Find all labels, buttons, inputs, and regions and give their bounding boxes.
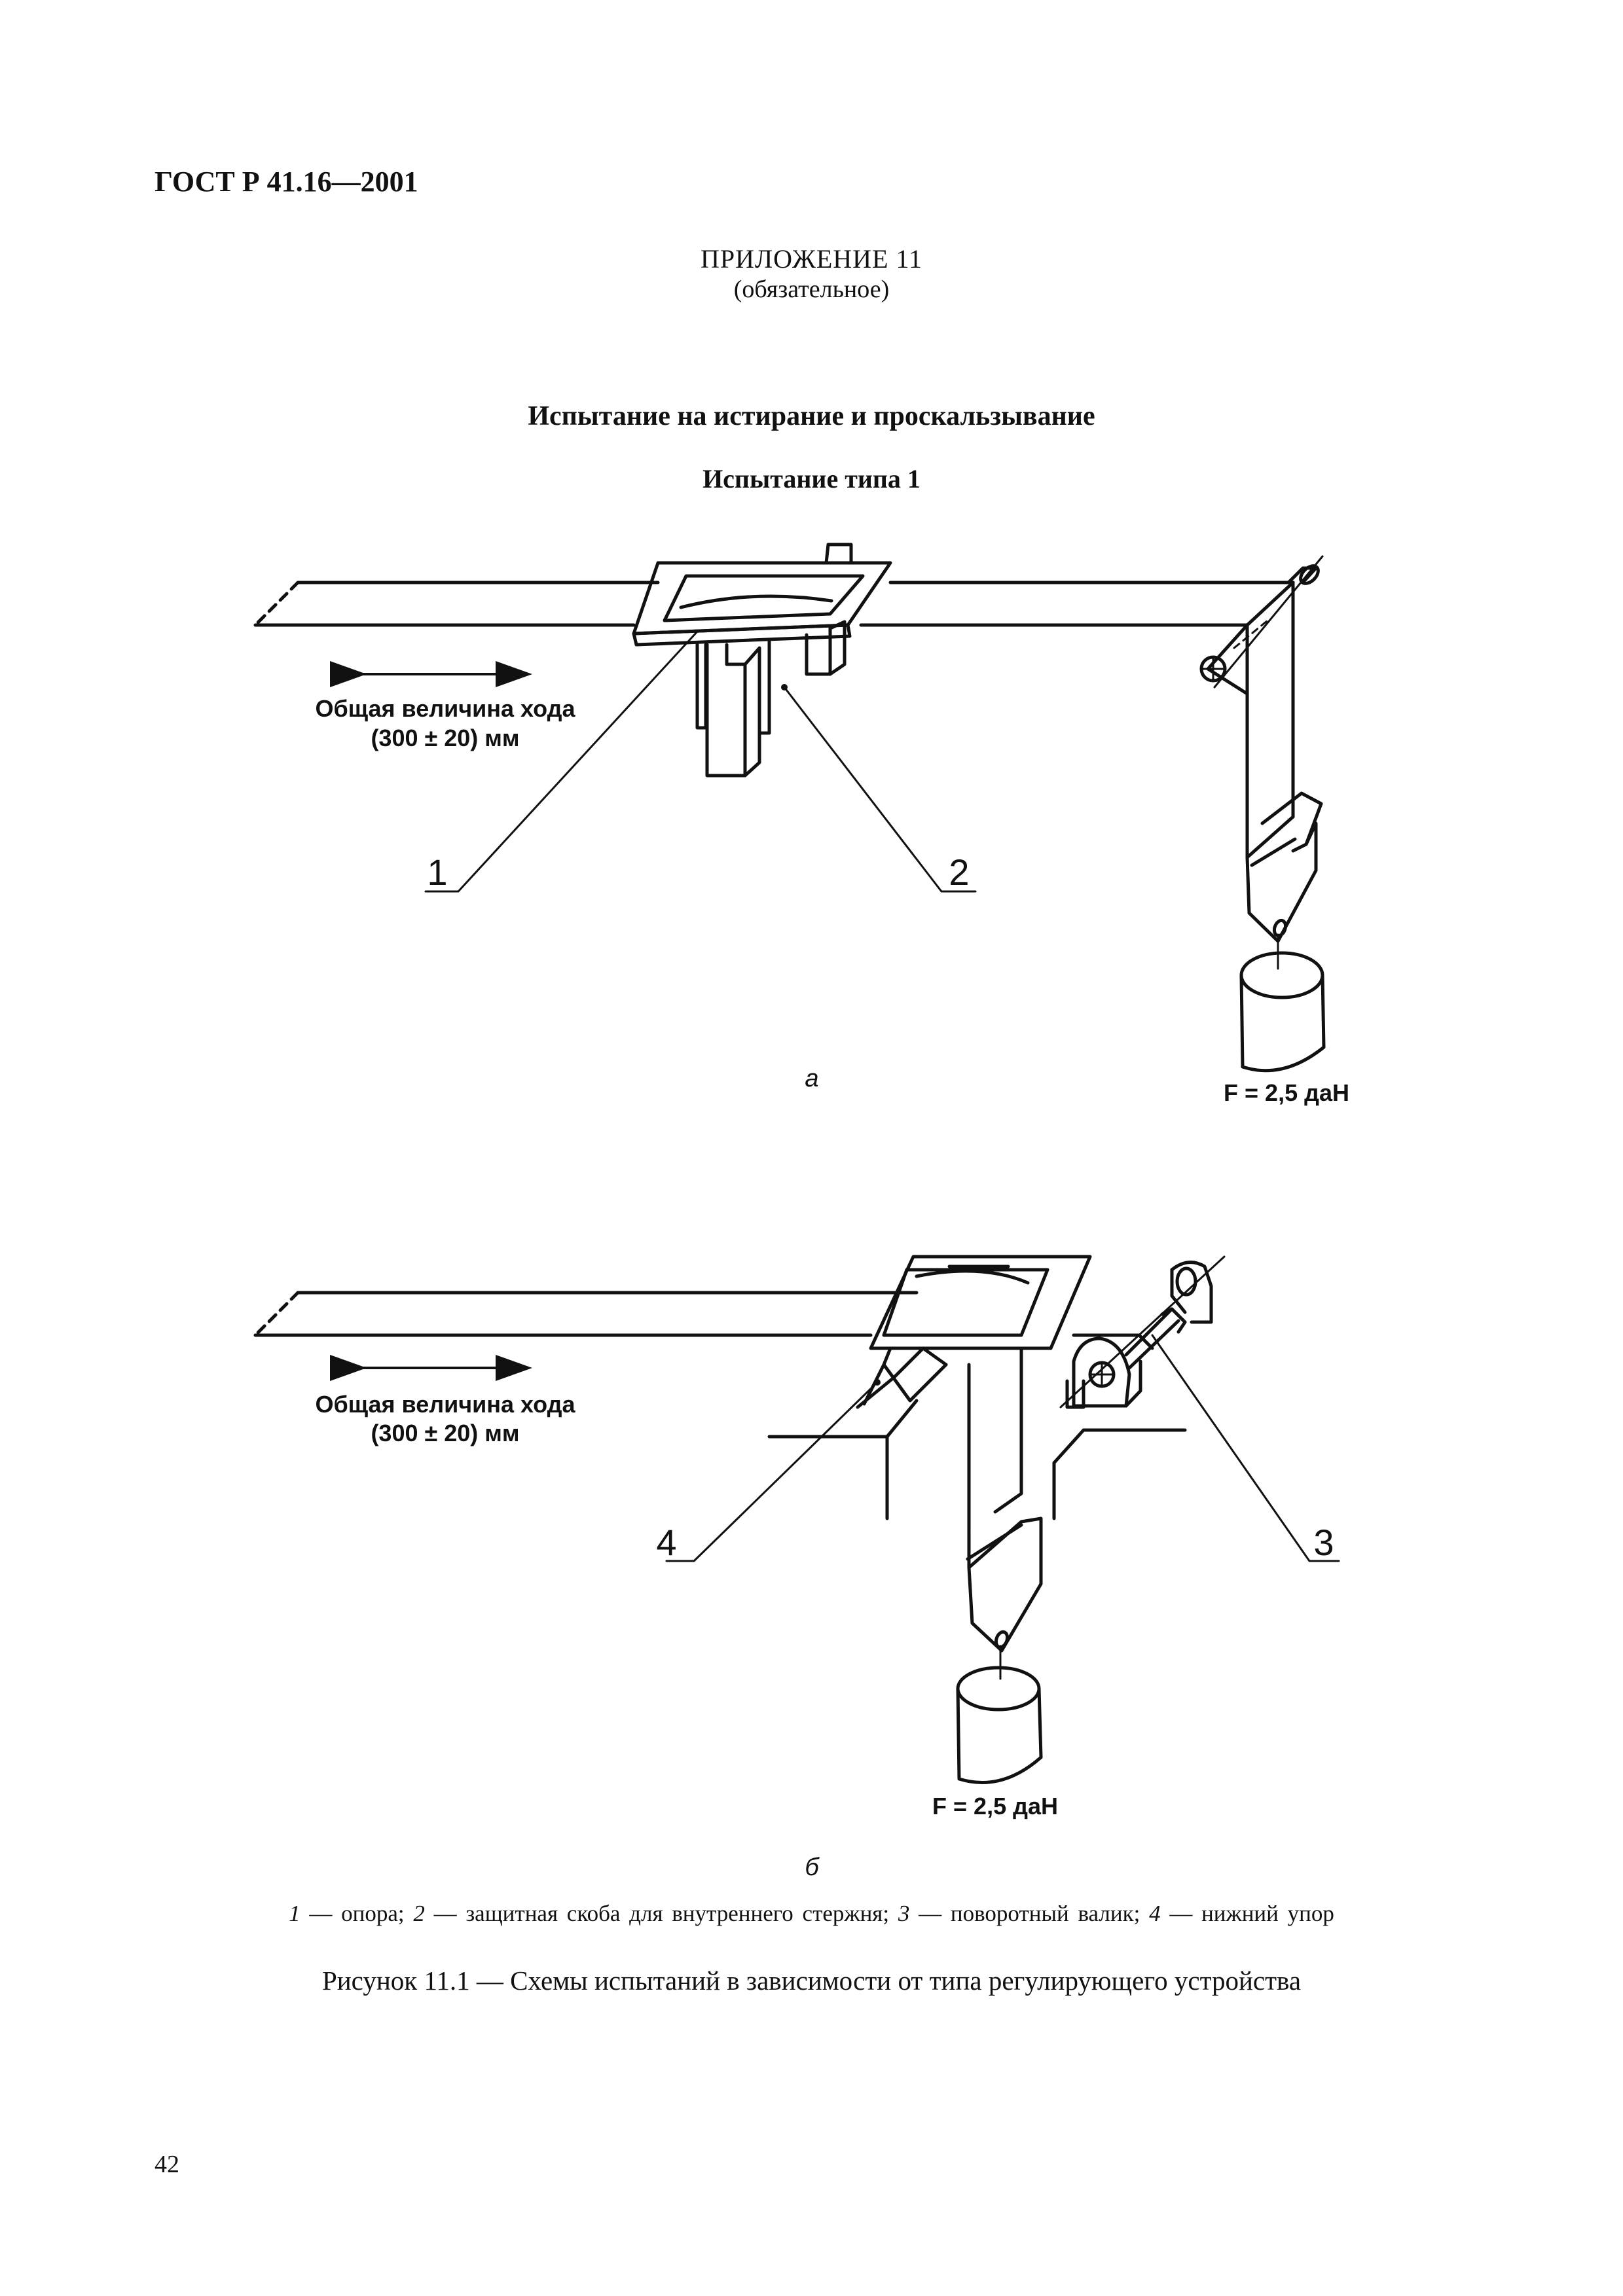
callout-4: 4 — [656, 1522, 676, 1563]
weight-assembly-a — [1239, 791, 1326, 1073]
legend-text-4: — нижний упор — [1160, 1901, 1334, 1926]
guard-bracket-a — [695, 620, 847, 778]
document-code: ГОСТ Р 41.16—2001 — [155, 166, 418, 198]
appendix-status: (обязательное) — [733, 276, 890, 303]
lower-stop-b — [767, 1255, 1187, 1520]
travel-label-b-line2: (300 ± 20) мм — [371, 1420, 519, 1446]
travel-label-a-line1: Общая величина хода — [315, 695, 575, 722]
legend-num-3: 3 — [898, 1901, 910, 1926]
legend-text-1: — опора; — [300, 1901, 414, 1926]
roller-b — [1059, 1255, 1226, 1409]
strap-b — [253, 1291, 1154, 1534]
page-number: 42 — [155, 2151, 179, 2178]
figure-b: Общая величина хода (300 ± 20) мм 4 3 F … — [253, 1255, 1340, 1881]
force-label-b: F = 2,5 даН — [932, 1793, 1058, 1820]
callout-2: 2 — [949, 852, 969, 893]
legend-num-2: 2 — [413, 1901, 425, 1926]
callout-1: 1 — [427, 852, 447, 893]
legend-text-3: — поворотный валик; — [909, 1901, 1150, 1926]
adjusting-device-a — [632, 543, 892, 647]
strap-a — [253, 581, 1295, 838]
weight-assembly-b — [956, 1467, 1043, 1784]
callout-3: 3 — [1313, 1522, 1334, 1563]
figure-a: Общая величина хода (300 ± 20) мм 1 2 F … — [253, 543, 1349, 1106]
travel-label-b-line1: Общая величина хода — [315, 1391, 575, 1418]
section-title: Испытание на истирание и проскальзывание — [528, 401, 1095, 431]
legend-num-4: 4 — [1149, 1901, 1161, 1926]
figure-a-sublabel: а — [805, 1065, 818, 1092]
legend-num-1: 1 — [289, 1901, 301, 1926]
appendix-label: ПРИЛОЖЕНИЕ 11 — [700, 244, 923, 274]
section-subtitle: Испытание типа 1 — [702, 464, 921, 493]
leader-lines-b — [665, 1334, 1340, 1562]
legend-text-2: — защитная скоба для внутреннего стержня… — [424, 1901, 898, 1926]
force-label-a: F = 2,5 даН — [1224, 1079, 1349, 1106]
figure-caption: Рисунок 11.1 — Схемы испытаний в зависим… — [321, 1965, 1302, 1996]
leader-lines-a — [424, 630, 977, 893]
figure-b-sublabel: б — [805, 1854, 820, 1881]
figure-legend: 1 — опора; 2 — защитная скоба для внутре… — [0, 1901, 1623, 1927]
roller-a — [1199, 555, 1324, 696]
travel-label-a-line2: (300 ± 20) мм — [371, 725, 519, 751]
